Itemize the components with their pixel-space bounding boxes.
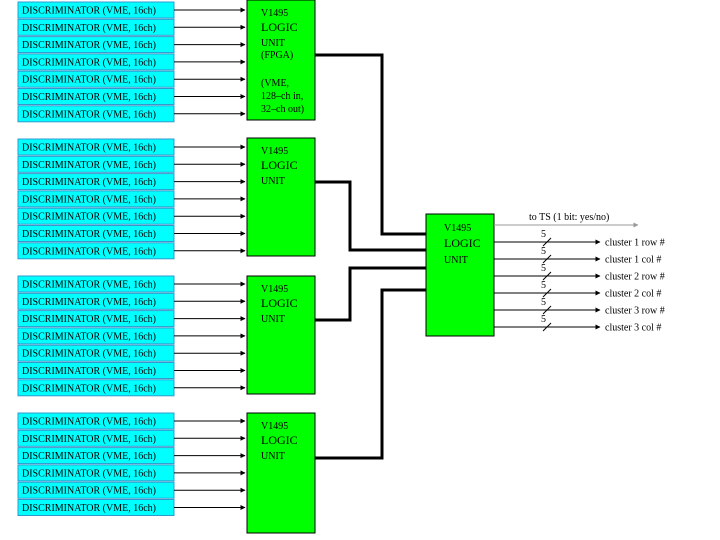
logic-unit-note: 128–ch in, (261, 91, 303, 102)
cluster-output-label: cluster 3 col # (605, 323, 661, 334)
logic-unit-box (246, 137, 316, 257)
logic-unit-title: LOGIC (261, 433, 298, 447)
discriminator-label: DISCRIMINATOR (VME, 16ch) (22, 212, 156, 223)
discriminator-label: DISCRIMINATOR (VME, 16ch) (22, 486, 156, 497)
discriminator-label: DISCRIMINATOR (VME, 16ch) (22, 331, 156, 342)
bus-slash-icon (542, 237, 552, 247)
discriminator-label: DISCRIMINATOR (VME, 16ch) (22, 366, 156, 377)
cluster-output-label: cluster 2 row # (605, 272, 665, 283)
thick-bus-wire (315, 180, 426, 252)
discriminator-label: DISCRIMINATOR (VME, 16ch) (22, 246, 156, 257)
logic-unit-model: V1495 (261, 146, 288, 157)
discriminator-label: DISCRIMINATOR (VME, 16ch) (22, 143, 156, 154)
discriminator-label: DISCRIMINATOR (VME, 16ch) (22, 229, 156, 240)
central-logic-unit-box (425, 213, 495, 337)
bus-width-label: 5 (541, 280, 546, 291)
bus-width-label: 5 (541, 297, 546, 308)
logic-unit-subtitle: UNIT (261, 314, 285, 325)
bus-width-label: 5 (541, 246, 546, 257)
bus-width-label: 5 (541, 314, 546, 325)
bus-slash-icon (542, 305, 552, 315)
trigger-output-label: to TS (1 bit: yes/no) (529, 212, 609, 223)
bus-slash-icon (542, 288, 552, 298)
discriminator-label: DISCRIMINATOR (VME, 16ch) (22, 383, 156, 394)
output-layer: to TS (1 bit: yes/no) 5 cluster 1 row # 5 cl… (494, 212, 665, 334)
discriminator-label: DISCRIMINATOR (VME, 16ch) (22, 451, 156, 462)
logic-unit-title: LOGIC (261, 296, 298, 310)
bus-width-label: 5 (541, 229, 546, 240)
logic-unit-subtitle: UNIT (261, 451, 285, 462)
logic-unit-title: LOGIC (261, 158, 298, 172)
discriminator-label: DISCRIMINATOR (VME, 16ch) (22, 75, 156, 86)
central-unit-model: V1495 (444, 223, 471, 234)
discriminator-label: DISCRIMINATOR (VME, 16ch) (22, 92, 156, 103)
central-unit-subtitle: UNIT (444, 255, 468, 266)
bus-slash-icon (542, 271, 552, 281)
wire-layer (174, 7, 426, 510)
discriminator-layer: DISCRIMINATOR (VME, 16ch) DISCRIMINATOR (… (17, 1, 175, 516)
bus-slash-icon (542, 254, 552, 264)
logic-unit-box (246, 0, 316, 121)
logic-unit-subtitle: UNIT (261, 176, 285, 187)
logic-unit-model: V1495 (261, 284, 288, 295)
central-unit-title: LOGIC (444, 236, 481, 250)
discriminator-label: DISCRIMINATOR (VME, 16ch) (22, 503, 156, 514)
discriminator-label: DISCRIMINATOR (VME, 16ch) (22, 434, 156, 445)
discriminator-label: DISCRIMINATOR (VME, 16ch) (22, 23, 156, 34)
logic-unit-box (246, 275, 316, 395)
thick-bus-wire (315, 266, 426, 322)
discriminator-label: DISCRIMINATOR (VME, 16ch) (22, 109, 156, 120)
discriminator-label: DISCRIMINATOR (VME, 16ch) (22, 314, 156, 325)
discriminator-label: DISCRIMINATOR (VME, 16ch) (22, 417, 156, 428)
logic-unit-fpga: (FPGA) (261, 50, 293, 61)
logic-unit-model: V1495 (261, 8, 288, 19)
cluster-output-label: cluster 2 col # (605, 289, 661, 300)
discriminator-label: DISCRIMINATOR (VME, 16ch) (22, 468, 156, 479)
logic-unit-box (246, 412, 316, 534)
logic-unit-title: LOGIC (261, 20, 298, 34)
bus-slash-icon (542, 322, 552, 332)
discriminator-label: DISCRIMINATOR (VME, 16ch) (22, 160, 156, 171)
thick-bus-wire (315, 53, 426, 236)
discriminator-label: DISCRIMINATOR (VME, 16ch) (22, 194, 156, 205)
cluster-output-label: cluster 1 row # (605, 238, 665, 249)
discriminator-label: DISCRIMINATOR (VME, 16ch) (22, 40, 156, 51)
discriminator-label: DISCRIMINATOR (VME, 16ch) (22, 297, 156, 308)
bus-width-label: 5 (541, 263, 546, 274)
discriminator-label: DISCRIMINATOR (VME, 16ch) (22, 6, 156, 17)
discriminator-label: DISCRIMINATOR (VME, 16ch) (22, 349, 156, 360)
cluster-output-label: cluster 3 row # (605, 306, 665, 317)
logic-unit-model: V1495 (261, 421, 288, 432)
discriminator-label: DISCRIMINATOR (VME, 16ch) (22, 57, 156, 68)
logic-unit-note: 32–ch out) (261, 104, 304, 115)
cluster-output-label: cluster 1 col # (605, 255, 661, 266)
discriminator-label: DISCRIMINATOR (VME, 16ch) (22, 177, 156, 188)
logic-unit-subtitle: UNIT (261, 38, 285, 49)
thick-bus-wire (315, 288, 426, 460)
logic-unit-note: (VME, (261, 78, 289, 89)
discriminator-label: DISCRIMINATOR (VME, 16ch) (22, 280, 156, 291)
